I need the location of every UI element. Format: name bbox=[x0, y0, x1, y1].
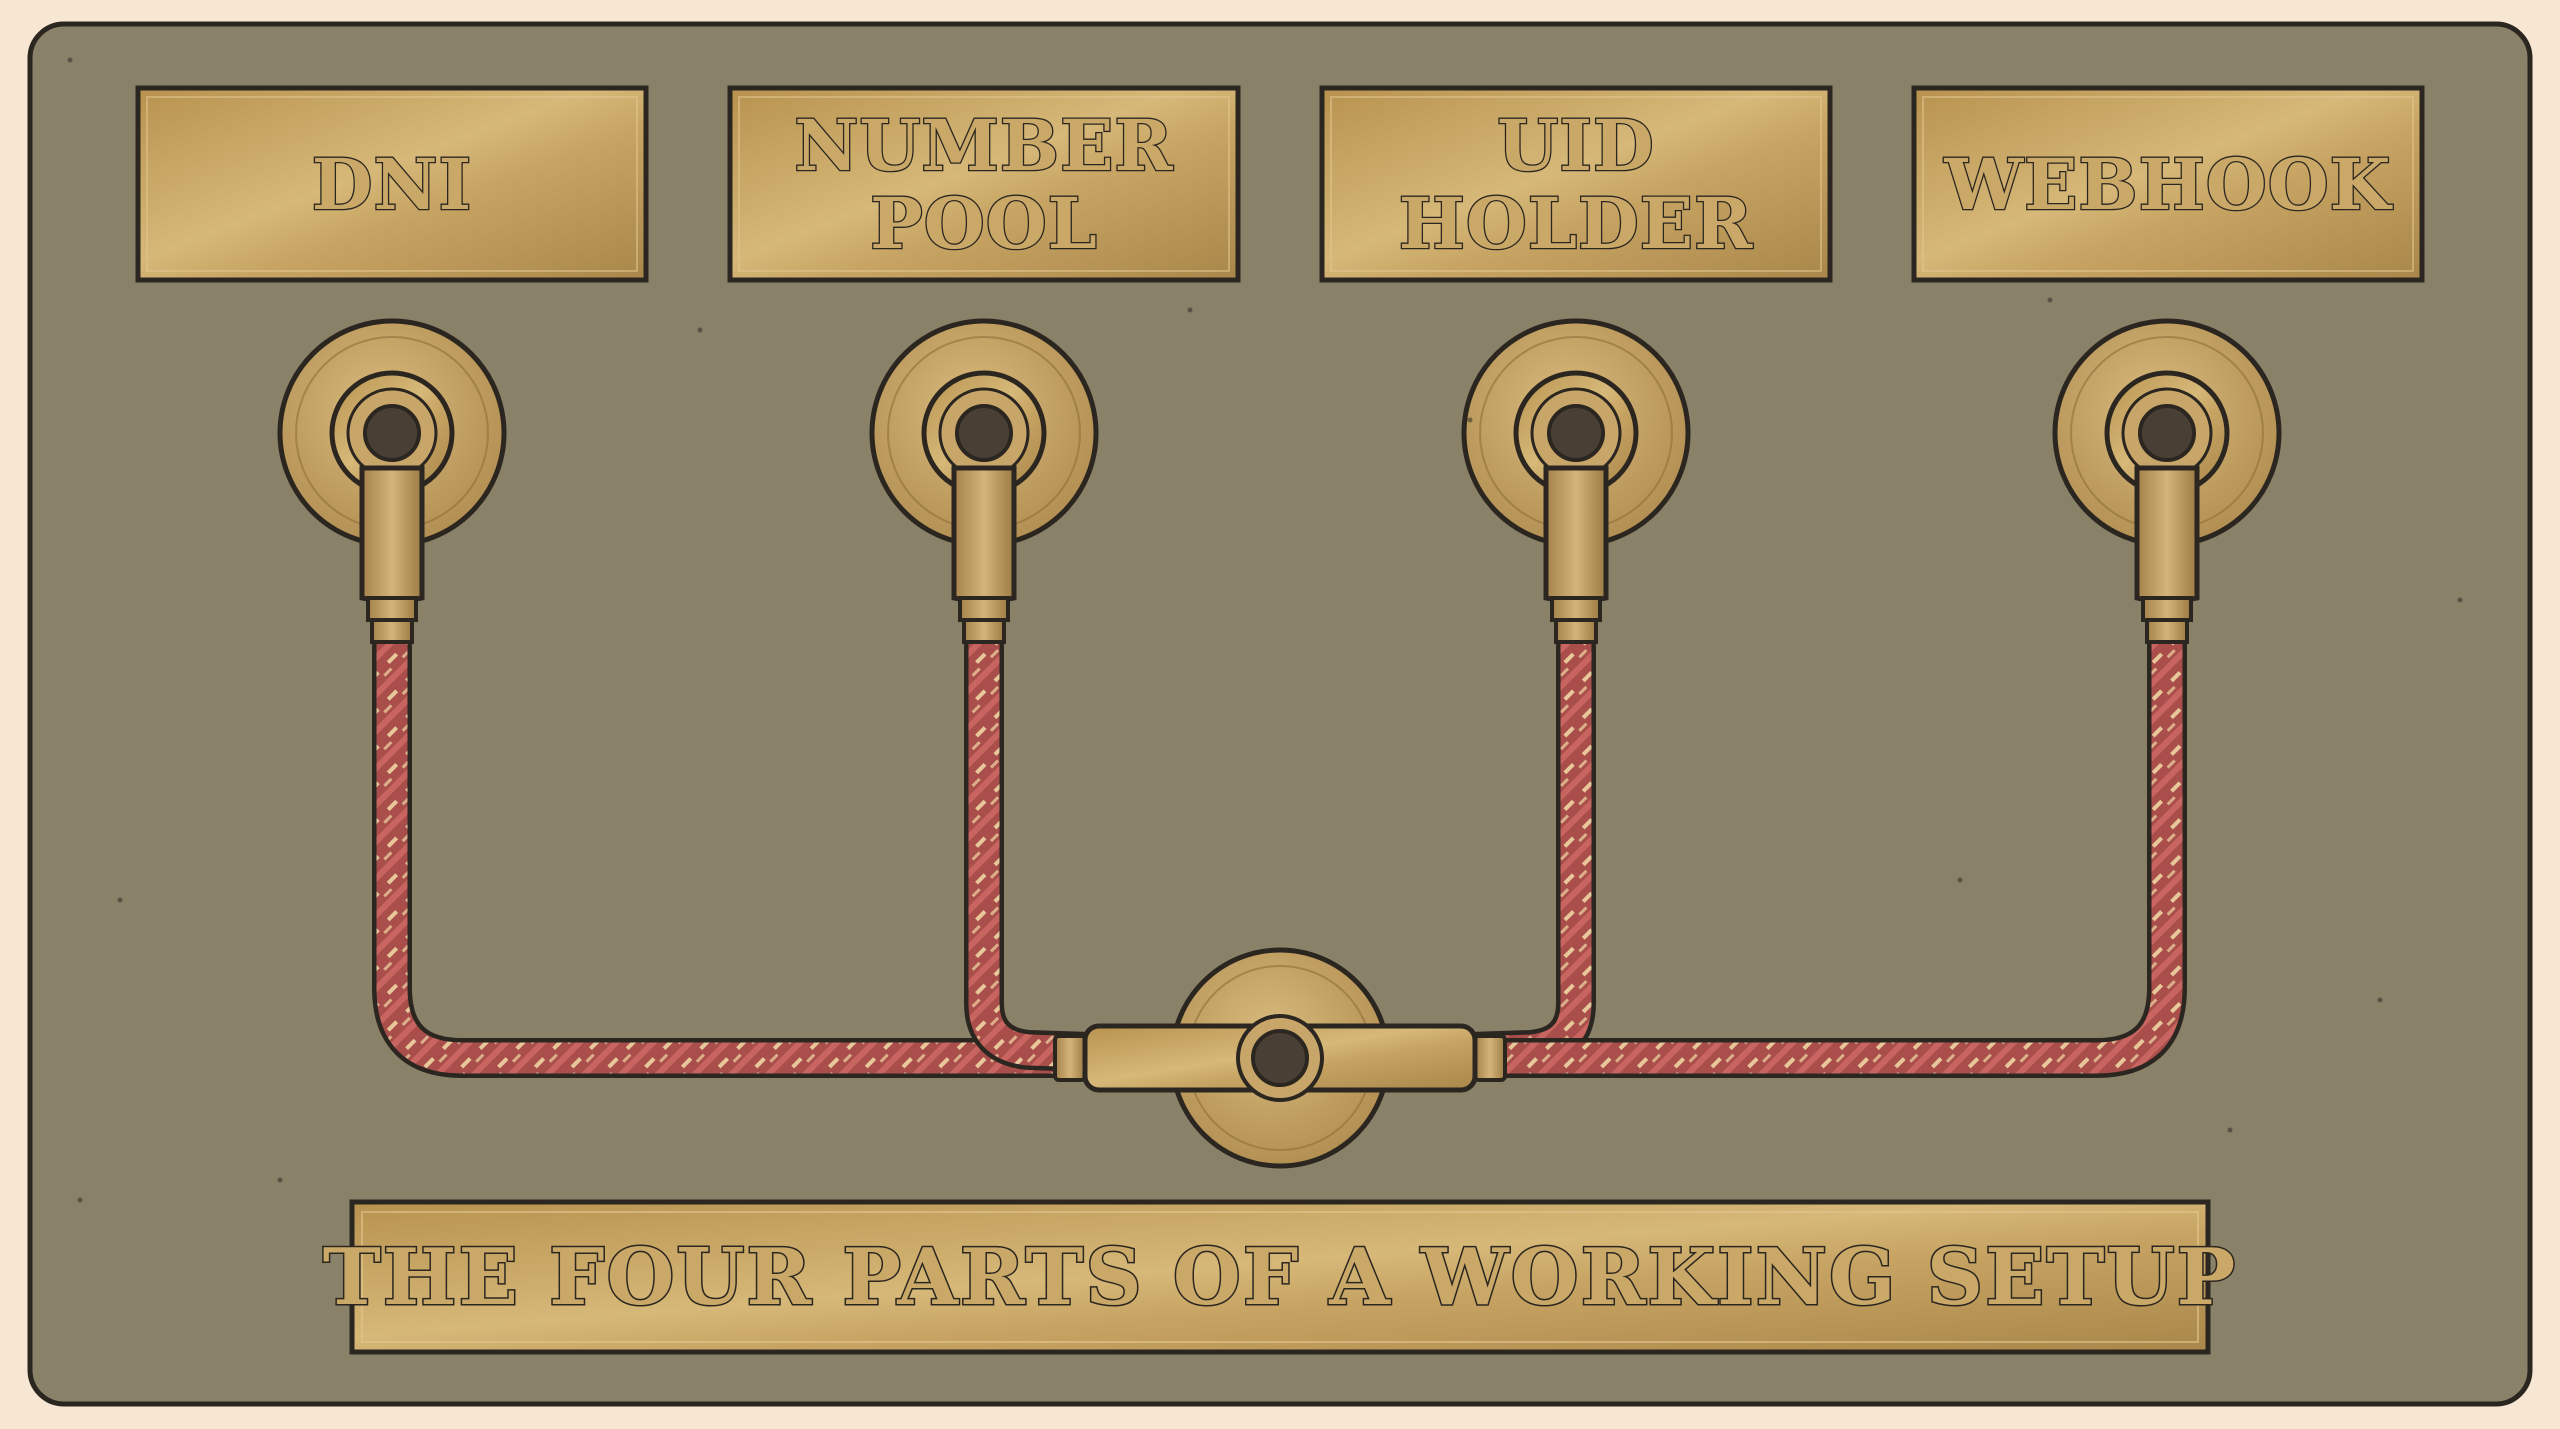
socket-row bbox=[277, 318, 2282, 644]
plate-webhook-line-0: WEBHOOK bbox=[1943, 143, 2392, 226]
caption-text: THE FOUR PARTS OF A WORKING SETUP bbox=[323, 1232, 2238, 1323]
socket-hole-icon bbox=[2138, 404, 2196, 462]
cable-network bbox=[372, 620, 2187, 1078]
panel-speck bbox=[2377, 997, 2383, 1003]
panel-speck bbox=[77, 1197, 83, 1203]
socket-hole-icon bbox=[363, 404, 421, 462]
panel-speck bbox=[2227, 1127, 2233, 1133]
panel-speck bbox=[1957, 877, 1963, 883]
hub-hole-icon bbox=[1251, 1029, 1309, 1087]
plate-uid-holder-line-1: HOLDER bbox=[1399, 182, 1754, 265]
panel-speck bbox=[277, 1177, 283, 1183]
panel-speck bbox=[697, 327, 703, 333]
plate-dni-line-0: DNI bbox=[312, 143, 472, 226]
cable-dni bbox=[372, 620, 1110, 1078]
panel-speck bbox=[2047, 297, 2053, 303]
central-hub-connector bbox=[1053, 947, 1507, 1169]
socket-hole-icon bbox=[1547, 404, 1605, 462]
caption-plate: THE FOUR PARTS OF A WORKING SETUP bbox=[321, 1199, 2238, 1355]
plate-webhook: WEBHOOK bbox=[1911, 85, 2425, 283]
panel-speck bbox=[2457, 597, 2463, 603]
socket-dni bbox=[277, 318, 507, 644]
panel-speck bbox=[117, 897, 123, 903]
socket-webhook bbox=[2052, 318, 2282, 644]
plate-number-pool-line-1: POOL bbox=[870, 182, 1098, 265]
panel-speck bbox=[1467, 417, 1473, 423]
plate-dni: DNI bbox=[135, 85, 649, 283]
socket-hole-icon bbox=[955, 404, 1013, 462]
socket-uid-holder bbox=[1461, 318, 1691, 644]
panel-speck bbox=[1187, 307, 1193, 313]
cable-number-pool bbox=[964, 620, 1110, 1072]
cable-webhook bbox=[1450, 620, 2187, 1078]
panel-speck bbox=[67, 57, 73, 63]
plate-number-pool-line-0: NUMBER bbox=[794, 104, 1173, 187]
socket-number-pool bbox=[869, 318, 1099, 644]
plate-uid-holder-line-0: UID bbox=[1497, 104, 1655, 187]
